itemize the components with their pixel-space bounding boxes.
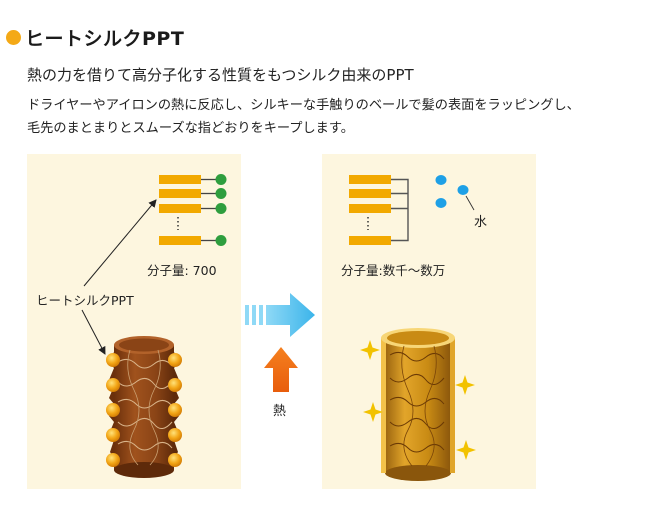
blue-right-arrow-icon [245, 293, 315, 337]
molecule-bar [349, 204, 391, 213]
description: ドライヤーやアイロンの熱に反応し、シルキーな手触りのベールで髪の表面をラッピング… [27, 94, 652, 140]
water-dot [435, 198, 447, 208]
ppt-ball [106, 428, 120, 442]
molecule-bar [349, 236, 391, 245]
left-molecule-chains [159, 174, 227, 246]
green-end-dot [215, 174, 227, 185]
ppt-ball [168, 403, 182, 417]
sparkle-icons [360, 340, 476, 460]
description-line-1: ドライヤーやアイロンの熱に反応し、シルキーな手触りのベールで髪の表面をラッピング… [27, 98, 580, 113]
green-end-dot [215, 235, 227, 246]
orange-bullet-icon [6, 30, 21, 45]
right-polymer-chains [349, 175, 409, 245]
section-title-row: ヒートシルクPPT [6, 24, 184, 51]
green-end-dot [215, 203, 227, 214]
molecule-bar [159, 204, 201, 213]
ppt-ball [106, 453, 120, 467]
subtitle: 熱の力を借りて高分子化する性質をもつシルク由来のPPT [27, 66, 414, 84]
ppt-ball [168, 428, 182, 442]
hair-after [381, 328, 455, 481]
green-end-dot [215, 188, 227, 199]
molecule-bar [349, 175, 391, 184]
molecule-bar [159, 236, 201, 245]
ppt-ball [168, 453, 182, 467]
ppt-ball [168, 353, 182, 367]
heat-up-arrow-icon [264, 347, 298, 392]
pointer-arrow-to-hair [81, 309, 106, 355]
molecule-bar [349, 189, 391, 198]
molecule-bar [159, 189, 201, 198]
sparkle-icon [363, 402, 383, 422]
description-line-2: 毛先のまとまりとスムーズな指どおりをキープします。 [27, 121, 354, 136]
sparkle-icon [360, 340, 380, 360]
section-title: ヒートシルクPPT [25, 28, 185, 50]
pointer-arrow-to-molecules [83, 199, 157, 287]
water-dot [435, 175, 447, 185]
sparkle-icon [455, 375, 475, 395]
ppt-ball [106, 378, 120, 392]
water-dot [457, 185, 469, 195]
heat-silk-ppt-label: ヒートシルクPPT [36, 293, 134, 308]
right-molecular-weight-label: 分子量:数千～数万 [341, 263, 446, 278]
ppt-ball [168, 378, 182, 392]
molecule-bar [159, 175, 201, 184]
left-molecular-weight-label: 分子量: 700 [147, 263, 217, 278]
water-label: 水 [474, 215, 488, 230]
hair-before [106, 336, 182, 478]
ppt-ball [106, 403, 120, 417]
water-molecules [435, 175, 475, 211]
heat-label: 熱 [273, 404, 287, 419]
ppt-ball [106, 353, 120, 367]
sparkle-icon [456, 440, 476, 460]
